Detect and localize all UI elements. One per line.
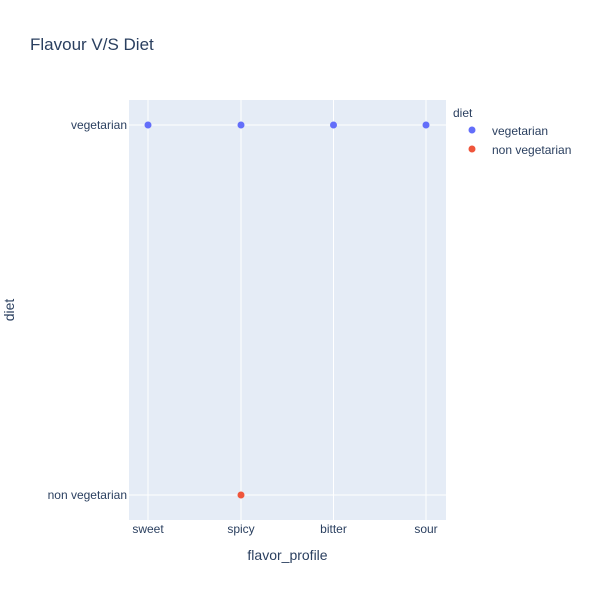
data-point bbox=[237, 121, 245, 129]
x-axis-ticks: sweet spicy bitter sour bbox=[132, 522, 437, 536]
x-tick-label: sour bbox=[414, 522, 437, 536]
legend-marker bbox=[468, 145, 476, 153]
chart-title: Flavour V/S Diet bbox=[30, 35, 154, 54]
y-axis-title: diet bbox=[1, 299, 17, 322]
data-point bbox=[237, 491, 245, 499]
x-tick-label: sweet bbox=[132, 522, 164, 536]
legend-marker bbox=[468, 126, 476, 134]
x-tick-label: spicy bbox=[227, 522, 254, 536]
data-point bbox=[422, 121, 430, 129]
y-tick-label: vegetarian bbox=[71, 118, 127, 132]
plot-area bbox=[129, 100, 446, 520]
data-point bbox=[144, 121, 152, 129]
legend: diet vegetarian non vegetarian bbox=[453, 106, 571, 157]
data-point bbox=[330, 121, 337, 129]
legend-item-label: vegetarian bbox=[492, 124, 548, 138]
x-axis-title: flavor_profile bbox=[247, 547, 327, 563]
legend-item-label: non vegetarian bbox=[492, 143, 571, 157]
x-tick-label: bitter bbox=[320, 522, 347, 536]
grid-lines bbox=[129, 100, 446, 520]
legend-title: diet bbox=[453, 106, 473, 120]
data-points bbox=[144, 121, 430, 499]
y-axis-ticks: non vegetarian vegetarian bbox=[48, 118, 127, 502]
y-tick-label: non vegetarian bbox=[48, 488, 127, 502]
